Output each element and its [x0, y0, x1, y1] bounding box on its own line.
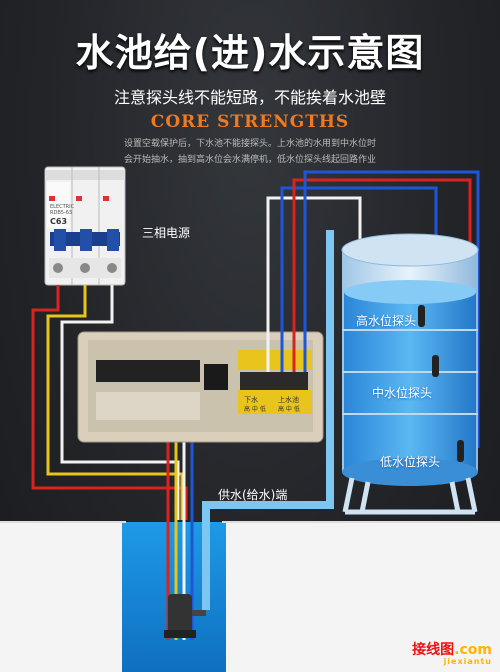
probe-high	[418, 305, 425, 327]
core-strengths-heading: CORE STRENGTHS	[150, 112, 350, 132]
page-title: 水池给(进)水示意图	[75, 31, 425, 75]
circuit-breaker: ELECTRIC RDB5-63 C63	[44, 166, 126, 286]
controller-term-right2: 高 中 低	[278, 405, 300, 413]
label-high-probe: 高水位探头	[356, 314, 417, 328]
probe-low	[457, 440, 464, 462]
water-pipe	[202, 230, 334, 610]
water-tank	[341, 233, 479, 515]
probe-mid	[432, 355, 439, 377]
page-subtitle: 注意探头线不能短路，不能挨着水池壁	[113, 88, 386, 107]
watermark-cn: 接线图	[412, 642, 455, 658]
description-line: 设置空载保护后，下水池不能接探头。上水池的水用到中水位时	[123, 139, 376, 149]
controller-term-left: 下水	[244, 395, 258, 404]
controller-box: 下水 高 中 低 上水池 高 中 低	[77, 331, 324, 443]
breaker-brand: ELECTRIC	[50, 204, 75, 210]
description: 设置空载保护后，下水池不能接探头。上水池的水用到中水位时 会开始抽水，抽到高水位…	[70, 136, 430, 168]
controller-term-left2: 高 中 低	[244, 405, 266, 413]
breaker-small-text: RDB5-63	[50, 210, 72, 216]
description-line: 会开始抽水，抽到高水位会水满停机，低水位探头线起回路作业	[123, 155, 376, 165]
watermark: 接线图.com jiexiantu	[412, 639, 492, 666]
submersible-pump	[164, 594, 206, 638]
label-low-probe: 低水位探头	[380, 455, 441, 469]
supply-label: 供水(给水)端	[218, 488, 288, 502]
breaker-label: 三相电源	[142, 226, 191, 240]
label-mid-probe: 中水位探头	[372, 386, 433, 400]
watermark-en: jiexiantu	[443, 657, 492, 666]
controller-term-right: 上水池	[278, 395, 299, 404]
breaker-model: C63	[50, 217, 67, 226]
watermark-dot: .com	[454, 642, 492, 658]
